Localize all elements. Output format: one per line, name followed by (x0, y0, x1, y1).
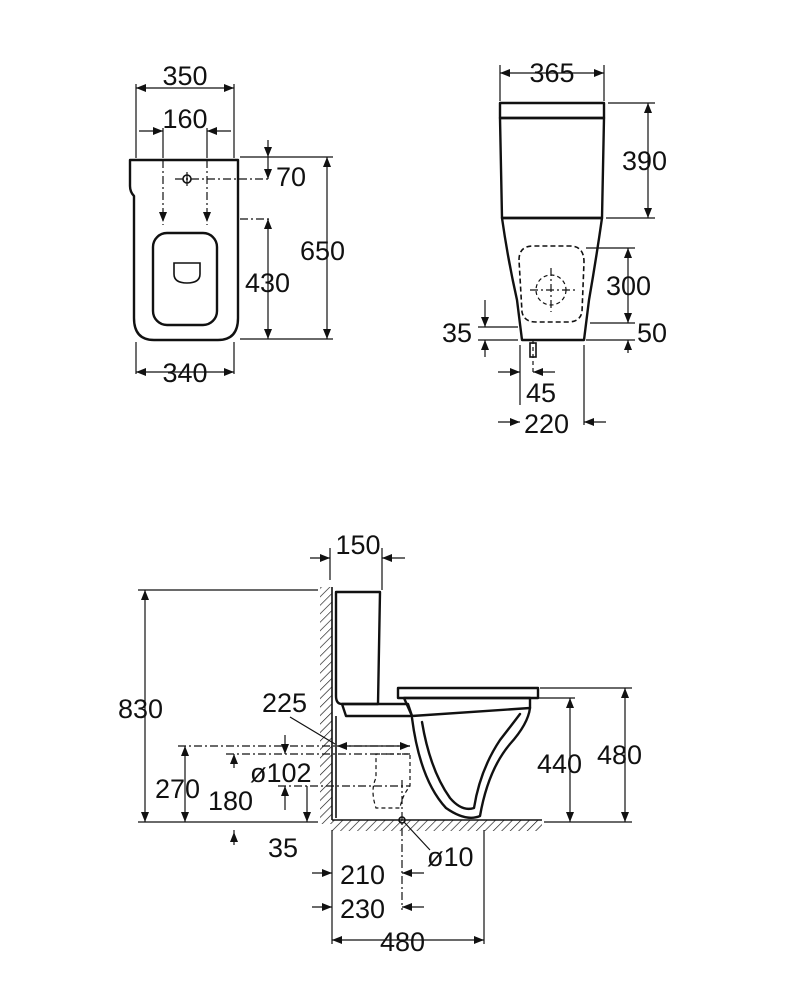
top-view-arrows (136, 84, 331, 376)
dim-outlet-height: 300 (606, 271, 651, 301)
dim-holes-spacing: 160 (162, 104, 207, 134)
dim-outlet-height-1: 270 (155, 774, 200, 804)
front-view: 365 390 300 35 50 45 220 (442, 58, 667, 439)
dim-bolt-diameter: ø10 (427, 842, 474, 872)
dim-width-bottom: 340 (162, 358, 207, 388)
dim-230: 230 (340, 894, 385, 924)
dim-foot-width: 220 (524, 409, 569, 439)
dim-total-height: 830 (118, 694, 163, 724)
dim-foot-gap-left: 35 (442, 318, 472, 348)
top-view: 350 160 70 650 430 340 (128, 61, 345, 388)
dim-foot-gap-right: 50 (637, 318, 667, 348)
dim-floor-gap: 35 (268, 833, 298, 863)
dim-supply-offset: 45 (526, 378, 556, 408)
dim-hole-offset: 70 (276, 162, 306, 192)
dim-depth: 480 (380, 927, 425, 957)
dim-210: 210 (340, 860, 385, 890)
side-view-outline (334, 590, 540, 819)
dim-overall-height: 480 (597, 740, 642, 770)
dim-width-top: 350 (162, 61, 207, 91)
dim-front-width: 365 (529, 58, 574, 88)
dim-wall-to-tank: 150 (335, 530, 380, 560)
top-view-outline (128, 158, 240, 342)
front-view-outline (498, 101, 606, 342)
side-view-arrows (141, 554, 629, 944)
side-view: 150 830 225 ø102 270 180 35 ø10 440 480 … (118, 530, 642, 957)
dim-overall-depth: 650 (300, 236, 345, 266)
dim-outlet-diameter: ø102 (250, 758, 312, 788)
dim-hole-to-back: 430 (245, 268, 290, 298)
front-view-arrows (481, 69, 652, 426)
dim-outlet-height-2: 180 (208, 786, 253, 816)
dim-inlet-distance: 225 (262, 688, 307, 718)
dim-seat-height: 440 (537, 749, 582, 779)
dim-tank-height: 390 (622, 146, 667, 176)
wall-and-floor (320, 587, 542, 831)
